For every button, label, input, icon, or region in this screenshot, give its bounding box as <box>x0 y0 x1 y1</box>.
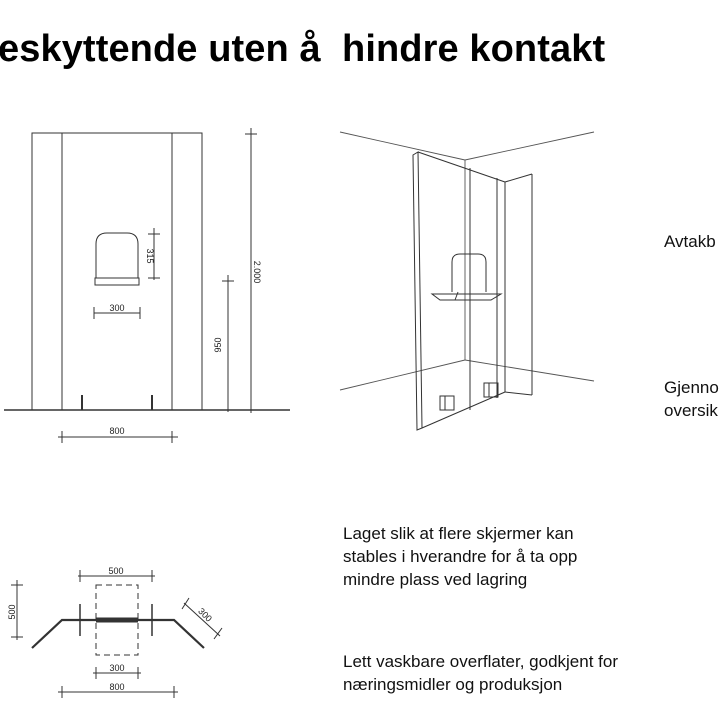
plan-dim-bottom: 300 <box>109 663 124 673</box>
slide-title: eskyttende uten å hindre kontakt <box>0 28 606 70</box>
plan-dim-base: 800 <box>109 682 124 692</box>
stacking-note: Laget slik at flere skjermer kan stables… <box>343 524 578 589</box>
dim-base-width: 800 <box>109 426 124 436</box>
side-note-overview: Gjenno oversik <box>664 378 719 420</box>
dim-opening-width: 300 <box>109 303 124 313</box>
plan-dim-depth: 500 <box>7 604 17 619</box>
dim-opening-height: 315 <box>145 248 155 263</box>
cleaning-note: Lett vaskbare overflater, godkjent for n… <box>343 652 618 694</box>
plan-dim-top: 500 <box>108 566 123 576</box>
dim-opening-elevation: 950 <box>213 337 223 352</box>
plan-dim-wing: 300 <box>196 606 214 624</box>
dim-total-height: 2.000 <box>252 261 262 284</box>
side-note-removable: Avtakb <box>664 232 716 251</box>
